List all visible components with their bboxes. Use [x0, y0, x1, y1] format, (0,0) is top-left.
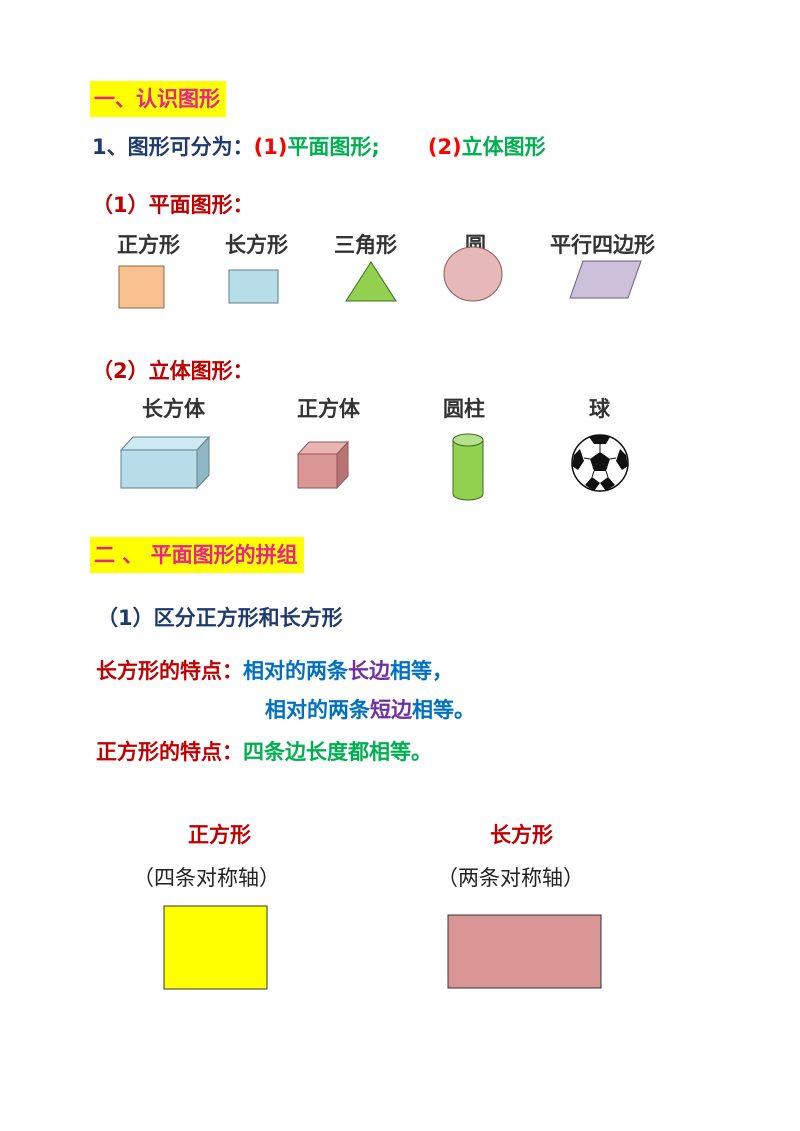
parallelogram-shape: [569, 260, 642, 299]
compare-shapes-drawing: [163, 905, 602, 990]
big-rectangle-shape: [447, 914, 602, 989]
triangle-shape: [345, 261, 397, 302]
label-triangle: 三角形: [334, 233, 397, 257]
label-rectangle: 长方形: [225, 233, 288, 257]
square-features-label: 正方形的特点：: [96, 740, 243, 764]
rect-feature-2c: 相等。: [412, 698, 475, 722]
option-2-number: (2): [427, 135, 462, 159]
compare-square-axes: （四条对称轴）: [133, 866, 280, 890]
label-cube: 正方体: [297, 397, 360, 421]
classification-prefix: 1、图形可分为：: [92, 135, 254, 159]
label-sphere: 球: [589, 397, 610, 421]
circle-shape: [443, 246, 503, 302]
label-parallelogram: 平行四边形: [550, 233, 655, 257]
rectangle-features-label: 长方形的特点：: [96, 659, 243, 683]
rect-feature-1c: 相等，: [390, 659, 453, 683]
compare-rect-title: 长方形: [490, 823, 553, 847]
big-square-shape: [163, 905, 268, 990]
option-1-text: 平面图形;: [287, 135, 380, 159]
soccer-ball-icon: [571, 434, 629, 492]
solid-shapes-drawing: [119, 433, 629, 501]
rect-feature-1a: 相对的两条: [243, 659, 348, 683]
square-shape: [118, 265, 165, 309]
cuboid-shape: [119, 435, 211, 490]
label-cylinder: 圆柱: [443, 397, 485, 421]
option-1-number: (1): [253, 135, 288, 159]
label-cuboid: 长方体: [142, 397, 205, 421]
rect-feature-2a: 相对的两条: [265, 698, 370, 722]
label-square: 正方形: [117, 233, 180, 257]
square-features-text: 四条边长度都相等。: [243, 740, 432, 764]
plane-shapes-drawing: [118, 246, 642, 309]
section-heading-2: 二 、 平面图形的拼组: [90, 537, 304, 573]
square-features-line: 正方形的特点：四条边长度都相等。: [96, 736, 432, 766]
cube-shape: [296, 440, 350, 490]
compare-square-title: 正方形: [188, 823, 251, 847]
section-heading-1: 一、认识图形: [90, 81, 226, 117]
rect-feature-2b: 短边: [370, 698, 412, 722]
compare-rect-axes: （两条对称轴）: [437, 866, 584, 890]
rectangle-features-line-2: 相对的两条短边相等。: [265, 694, 475, 724]
solid-shapes-title: （2）立体图形：: [92, 359, 254, 383]
cylinder-shape: [452, 433, 484, 501]
plane-shapes-title: （1）平面图形：: [92, 193, 254, 217]
option-2-text: 立体图形: [461, 135, 546, 159]
rectangle-features-line-1: 长方形的特点：相对的两条长边相等，: [96, 655, 453, 685]
classification-line: 1、图形可分为：(1)平面图形; (2)立体图形: [92, 131, 546, 161]
subsection-title: （1）区分正方形和长方形: [97, 606, 343, 630]
rect-feature-1b: 长边: [348, 659, 390, 683]
rectangle-shape: [228, 269, 279, 304]
